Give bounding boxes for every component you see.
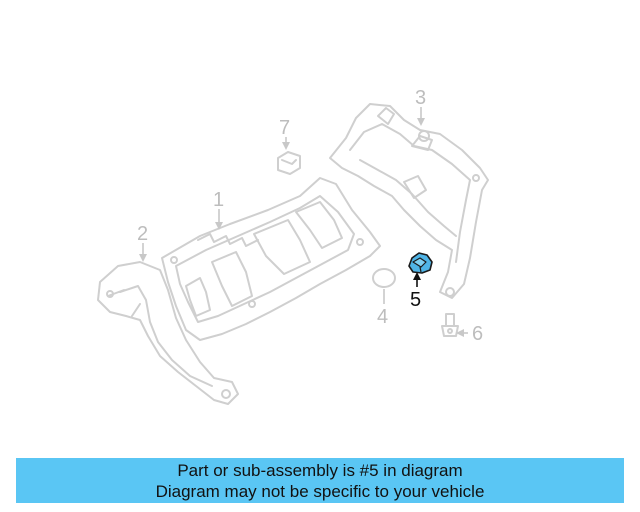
- callout-2-label: 2: [137, 223, 148, 245]
- callout-5: 5: [410, 272, 421, 311]
- part-6-bolt: [441, 313, 459, 337]
- callout-5-label: 5: [410, 289, 421, 311]
- callout-4-label: 4: [377, 306, 388, 328]
- part-7-clip: [277, 151, 301, 175]
- callout-4: 4: [377, 289, 388, 328]
- banner-line-2: Diagram may not be specific to your vehi…: [155, 482, 485, 501]
- parts-diagram: 1 2 3 4 5 6 7: [97, 87, 489, 405]
- part-3-right-side-cover: [329, 103, 489, 299]
- callout-3-label: 3: [415, 87, 426, 109]
- callout-2: 2: [137, 223, 148, 262]
- callout-7: 7: [279, 117, 290, 150]
- callout-1-label: 1: [213, 189, 224, 211]
- callout-6: 6: [456, 323, 483, 345]
- part-4-grommet: [372, 268, 396, 288]
- info-banner: Part or sub-assembly is #5 in diagram Di…: [16, 458, 624, 503]
- callout-6-label: 6: [472, 323, 483, 345]
- part-2-left-bracket: [97, 261, 239, 405]
- part-1-engine-under-cover: [161, 177, 381, 341]
- callout-7-label: 7: [279, 117, 290, 139]
- banner-line-1: Part or sub-assembly is #5 in diagram: [177, 461, 463, 480]
- callout-3: 3: [415, 87, 426, 126]
- callout-1: 1: [213, 189, 224, 230]
- part-5-highlighted-clip: [408, 252, 433, 274]
